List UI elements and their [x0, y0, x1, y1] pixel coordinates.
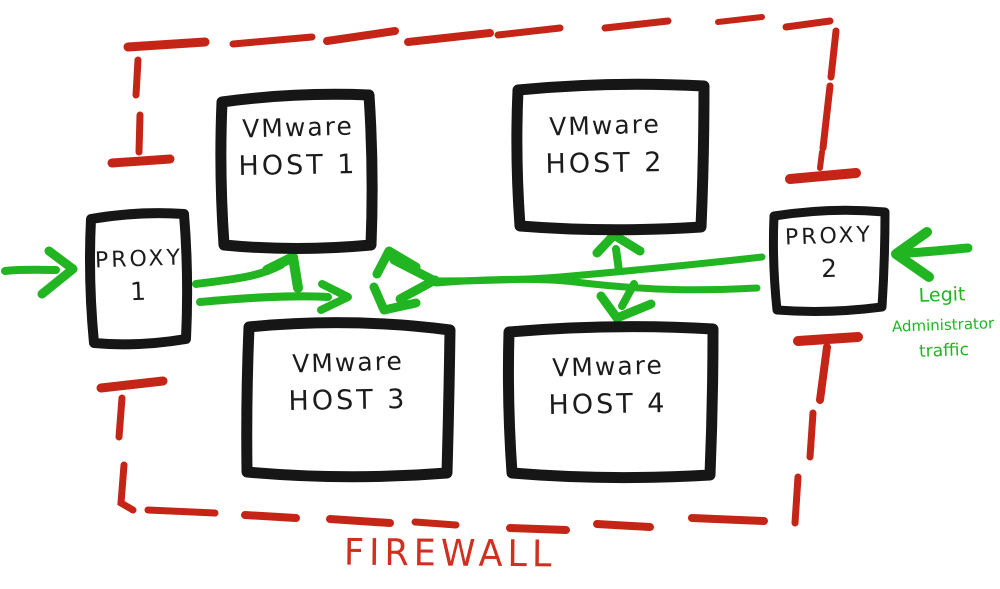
host1-line2: HOST 1: [238, 148, 358, 183]
arrow-proxy1-to-host1: [192, 252, 303, 293]
admin-traffic-line1: Legit: [918, 283, 966, 307]
proxy2-name: PROXY: [784, 222, 874, 251]
proxy2-number: 2: [820, 253, 838, 284]
host1-box: [215, 88, 378, 254]
admin-traffic-line2: Administrator: [891, 314, 995, 336]
link-proxy2-lower: [432, 275, 761, 294]
host2-box: [511, 78, 710, 236]
host4-label: VMware HOST 4: [528, 350, 688, 422]
firewall-label: FIREWALL: [343, 532, 557, 576]
arrow-center-to-host2: [592, 230, 645, 275]
host3-box: [241, 317, 456, 483]
proxy1-name: PROXY: [94, 245, 184, 274]
arrow-center-to-host3: [369, 275, 440, 315]
admin-traffic-label: Legit Administrator traffic: [877, 282, 1000, 363]
proxy1-box: [85, 208, 193, 350]
host4-line2: HOST 4: [548, 387, 668, 422]
arrow-proxy1-to-center: [196, 280, 352, 314]
host3-line2: HOST 3: [288, 383, 408, 418]
proxy2-label: PROXY 2: [783, 222, 875, 284]
arrow-center-to-host1: [372, 246, 438, 285]
host2-label: VMware HOST 2: [525, 109, 685, 181]
proxy1-number: 1: [129, 276, 147, 307]
arrow-inbound-proxy1: [1, 246, 78, 299]
host1-label: VMware HOST 1: [218, 111, 378, 183]
firewall-cap-left-bottom: [96, 376, 168, 393]
host3-label: VMware HOST 3: [268, 346, 428, 418]
proxy2-box: [768, 205, 890, 316]
host4-line1: VMware: [551, 350, 665, 383]
host2-line1: VMware: [548, 109, 662, 142]
host4-box: [502, 321, 719, 484]
firewall-dashed-border: [96, 14, 863, 534]
firewall-cap-left-top: [107, 154, 175, 168]
firewall-cap-right-top: [785, 168, 861, 184]
host3-line1: VMware: [291, 346, 405, 379]
proxy1-label: PROXY 1: [94, 245, 184, 307]
admin-traffic-line3: traffic: [918, 340, 970, 362]
host2-line2: HOST 2: [545, 146, 665, 181]
host1-line1: VMware: [241, 111, 355, 144]
arrow-admin-to-proxy2: [891, 227, 973, 282]
firewall-cap-right-bottom: [793, 332, 863, 346]
